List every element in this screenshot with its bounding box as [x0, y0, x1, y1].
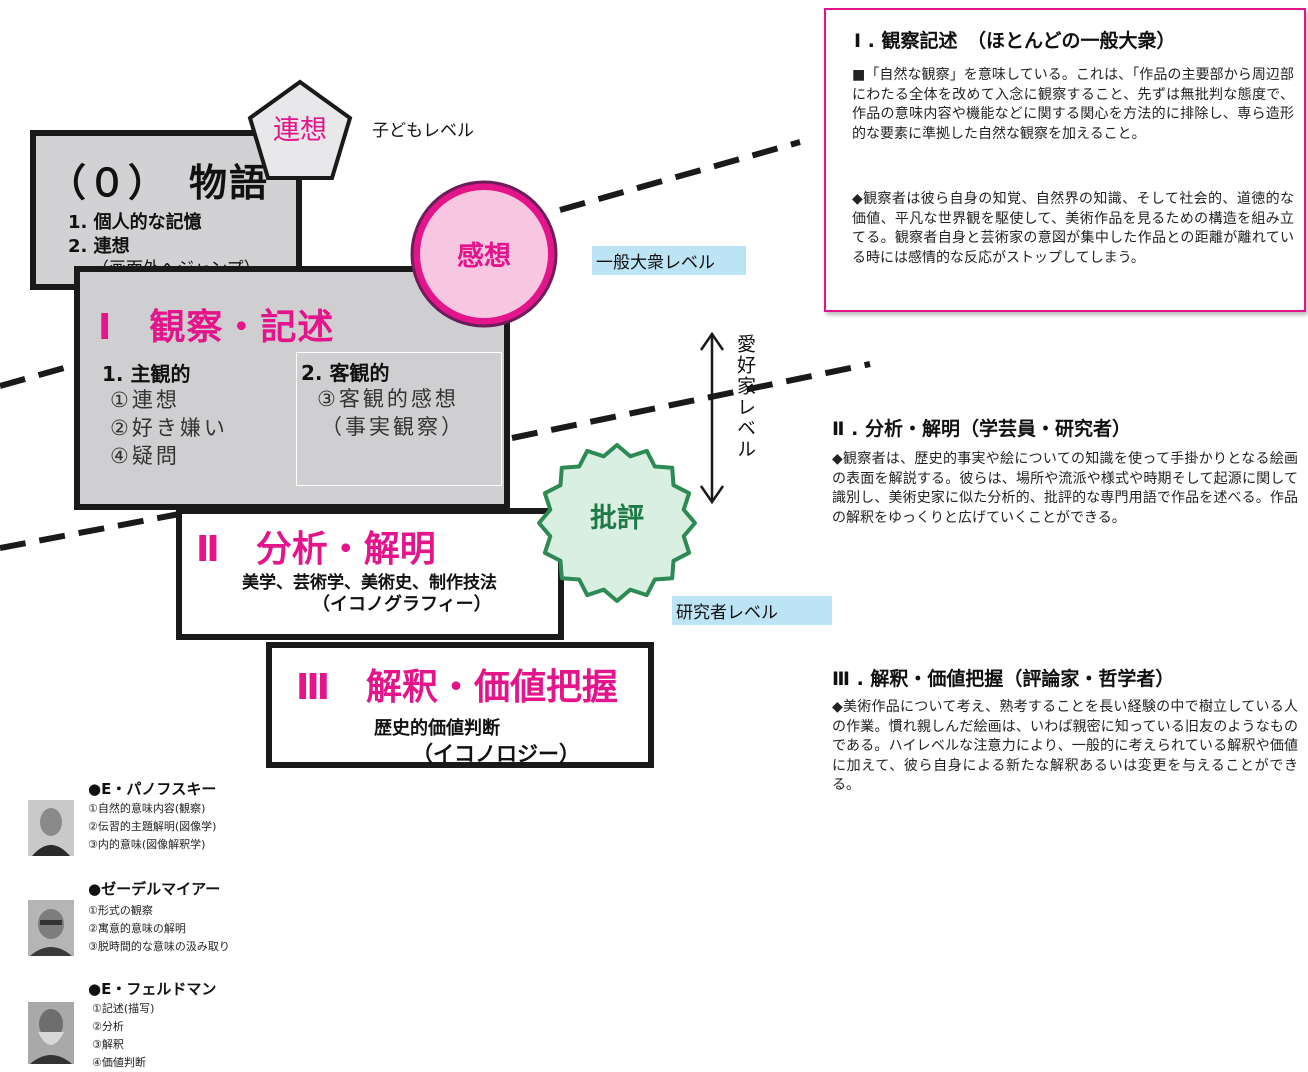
- seal-label: 批評: [590, 503, 644, 534]
- person-item: ③解釈: [92, 1038, 124, 1051]
- panel1-heading: Ⅰ . 観察記述 （ほとんどの一般大衆）: [854, 30, 1176, 52]
- panel1-para2: ◆観察者は彼ら自身の知覚、自然界の知識、そして社会的、道徳的な価値、平凡な世界観…: [852, 191, 1294, 266]
- researcher-level-label: 研究者レベル: [672, 596, 832, 625]
- panel2-heading: Ⅱ . 分析・解明（学芸員・研究者）: [832, 418, 1131, 440]
- critique-seal: [537, 443, 697, 603]
- level1-subjective-item: ②好き嫌い: [110, 416, 228, 440]
- public-level-label: 一般大衆レベル: [592, 246, 746, 275]
- level2-line1: 美学、芸術学、美術史、制作技法: [242, 573, 497, 593]
- level1-objective-box: 2. 客観的 ③客観的感想 （事実観察）: [296, 352, 502, 486]
- level3-title: Ⅲ 解釈・価値把握: [296, 667, 619, 708]
- level0-line2: 2. 連想: [68, 236, 130, 257]
- observation-panel: Ⅰ . 観察記述 （ほとんどの一般大衆） ■「自然な観察」を意味している。これは…: [824, 8, 1306, 312]
- portrait-feldman-photo: [28, 1002, 74, 1064]
- level3-line2: （イコノロジー）: [412, 742, 580, 766]
- level2-title: Ⅱ 分析・解明: [196, 529, 436, 570]
- amateur-level-label: 愛好家レベル: [734, 334, 756, 460]
- level0-box: （０） 物語 1. 個人的な記憶 2. 連想 （画面外へジャンプ）: [30, 130, 302, 290]
- child-level-label: 子どもレベル: [372, 121, 474, 141]
- level1-subjective-head: 1. 主観的: [102, 362, 191, 386]
- person-name: ●E・パノフスキー: [88, 780, 217, 798]
- level0-line1: 1. 個人的な記憶: [68, 212, 202, 233]
- level1-objective-item: （事実観察）: [321, 415, 465, 439]
- dashed-line-top-right: [559, 139, 801, 213]
- person-item: ①記述(描写): [92, 1002, 155, 1015]
- person-name: ●ゼーデルマイアー: [88, 880, 221, 898]
- person-item: ③内的意味(図像解釈学): [88, 838, 206, 851]
- level1-objective-item: ③客観的感想: [317, 387, 459, 411]
- level3-line1: 歴史的価値判断: [374, 718, 500, 739]
- panel1-para1: ■「自然な観察」を意味している。これは、「作品の主要部から周辺部にわたる全体を改…: [852, 67, 1294, 142]
- level1-objective-head: 2. 客観的: [301, 361, 390, 385]
- panel3-para: ◆美術作品について考え、熟考することを長い経験の中で樹立している人の作業。慣れ親…: [832, 699, 1298, 793]
- association-pentagon: [247, 79, 353, 180]
- pentagon-label: 連想: [273, 115, 327, 146]
- level3-box: Ⅲ 解釈・価値把握 歴史的価値判断 （イコノロジー）: [266, 642, 654, 768]
- person-item: ③脱時間的な意味の汲み取り: [88, 940, 230, 953]
- person-item: ②分析: [92, 1020, 124, 1033]
- circle-label: 感想: [457, 241, 511, 272]
- impression-circle: [410, 180, 558, 328]
- person-item: ②伝習的主題解明(図像学): [88, 820, 217, 833]
- level2-line2: （イコノグラフィー）: [312, 594, 492, 615]
- level1-title: Ⅰ 観察・記述: [98, 307, 335, 348]
- level2-box: Ⅱ 分析・解明 美学、芸術学、美術史、制作技法 （イコノグラフィー）: [176, 508, 564, 640]
- dashed-line-bottom: [0, 509, 191, 551]
- person-item: ④価値判断: [92, 1056, 146, 1069]
- panel2-para: ◆観察者は、歴史的事実や絵についての知識を使って手掛かりとなる絵画の表面を解説す…: [832, 451, 1298, 526]
- portrait-sedlmayr-photo: [28, 900, 74, 956]
- portrait-panofsky-photo: [28, 800, 74, 856]
- level1-subjective-item: ④疑問: [110, 444, 180, 468]
- person-item: ①自然的意味内容(観察): [88, 802, 206, 815]
- person-item: ①形式の観察: [88, 904, 153, 917]
- seal-shape: [537, 443, 697, 603]
- person-item: ②寓意的意味の解明: [88, 922, 186, 935]
- level0-title: （０） 物語: [48, 161, 270, 205]
- panel3-heading: Ⅲ . 解釈・価値把握（評論家・哲学者）: [832, 668, 1175, 690]
- person-name: ●E・フェルドマン: [88, 980, 217, 998]
- dashed-line-bottom-right: [511, 361, 871, 441]
- level1-subjective-item: ①連想: [110, 388, 180, 412]
